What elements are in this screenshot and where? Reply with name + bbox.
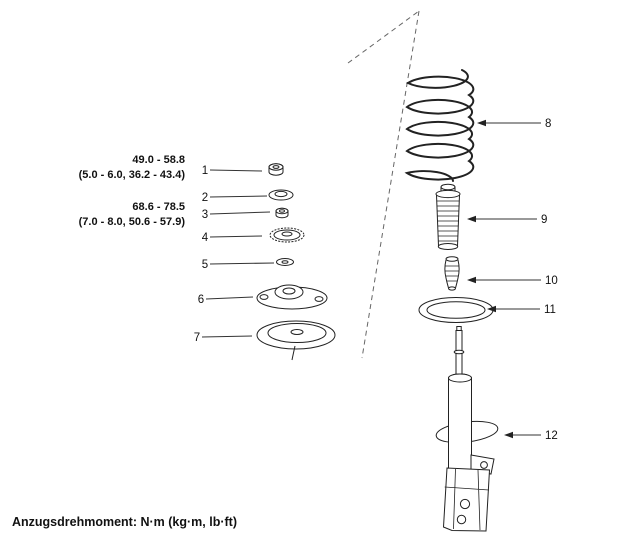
callout-12: 12 bbox=[545, 430, 558, 442]
callout-7: 7 bbox=[194, 332, 200, 344]
part-3-nut bbox=[275, 207, 289, 219]
part-9-dust-cover bbox=[435, 183, 461, 250]
leader-line-3 bbox=[209, 211, 271, 215]
callout-10: 10 bbox=[545, 275, 558, 287]
part-6-insulator bbox=[256, 284, 328, 310]
callout-5: 5 bbox=[202, 259, 208, 271]
part-8-coil-spring bbox=[404, 69, 475, 182]
torque-2-alt: (7.0 - 8.0, 50.6 - 57.9) bbox=[79, 216, 186, 228]
leader-arrow-9 bbox=[467, 215, 537, 223]
leader-line-1 bbox=[209, 169, 263, 172]
torque-1-nm: 49.0 - 58.8 bbox=[132, 154, 185, 166]
callout-9: 9 bbox=[541, 214, 547, 226]
dashed-reference-line-top bbox=[347, 10, 420, 64]
part-12-strut-assembly bbox=[435, 326, 499, 532]
torque-1-alt: (5.0 - 6.0, 36.2 - 43.4) bbox=[79, 169, 186, 181]
leader-line-2 bbox=[209, 195, 268, 198]
callout-1: 1 bbox=[202, 165, 208, 177]
part-10-bump-stopper bbox=[444, 256, 460, 291]
callout-6: 6 bbox=[198, 294, 204, 306]
part-2-washer bbox=[268, 189, 294, 201]
part-11-seat-ring bbox=[418, 297, 494, 323]
callout-3: 3 bbox=[202, 209, 208, 221]
part-1-lock-nut bbox=[268, 163, 284, 176]
leader-line-4 bbox=[209, 235, 263, 238]
leader-arrow-11 bbox=[487, 305, 540, 313]
torque-2-nm: 68.6 - 78.5 bbox=[132, 201, 185, 213]
part-7-spring-seat bbox=[256, 320, 336, 361]
part-4-bearing bbox=[269, 227, 305, 243]
callout-8: 8 bbox=[545, 118, 551, 130]
leader-line-5 bbox=[209, 262, 275, 265]
part-5-washer bbox=[276, 258, 294, 266]
leader-line-7 bbox=[201, 335, 253, 338]
callout-11: 11 bbox=[544, 304, 556, 316]
callout-2: 2 bbox=[202, 192, 208, 204]
callout-4: 4 bbox=[202, 232, 209, 244]
leader-arrow-10 bbox=[467, 276, 541, 284]
leader-arrow-12 bbox=[504, 431, 541, 439]
dashed-reference-line-side bbox=[361, 10, 420, 359]
leader-line-6 bbox=[205, 296, 254, 300]
torque-note: Anzugsdrehmoment: N·m (kg·m, lb·ft) bbox=[12, 515, 237, 529]
leader-arrow-8 bbox=[477, 119, 541, 127]
